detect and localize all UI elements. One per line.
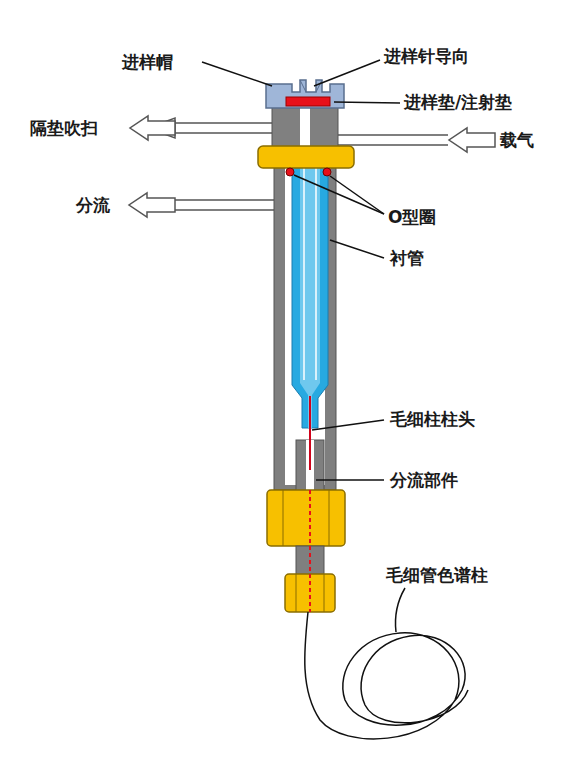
carrier-gas-line <box>333 128 495 152</box>
split-line <box>129 193 282 217</box>
part-label: 毛细柱柱头 <box>390 407 475 431</box>
liner <box>292 165 328 428</box>
part-label: 分流部件 <box>390 468 458 492</box>
injector-head <box>258 80 354 176</box>
part-label: 毛细管色谱柱 <box>386 563 488 587</box>
septum <box>286 97 330 106</box>
part-label: 进样针导向 <box>384 44 469 68</box>
injector-body <box>274 160 336 492</box>
capillary-column <box>305 612 468 739</box>
part-label: O型圈 <box>388 205 436 229</box>
septum-cap <box>266 80 344 108</box>
part-label: 进样垫/注射垫 <box>404 90 512 114</box>
leader-lines <box>202 60 405 632</box>
part-label: 衬管 <box>390 246 424 270</box>
part-label: 进样帽 <box>122 50 173 74</box>
part-label: 隔垫吹扫 <box>30 116 98 140</box>
part-label: 载气 <box>500 128 534 152</box>
part-label: 分流 <box>76 193 110 217</box>
gold-nut <box>258 146 354 168</box>
septum-purge-line <box>130 116 272 140</box>
column-nut <box>267 490 345 612</box>
